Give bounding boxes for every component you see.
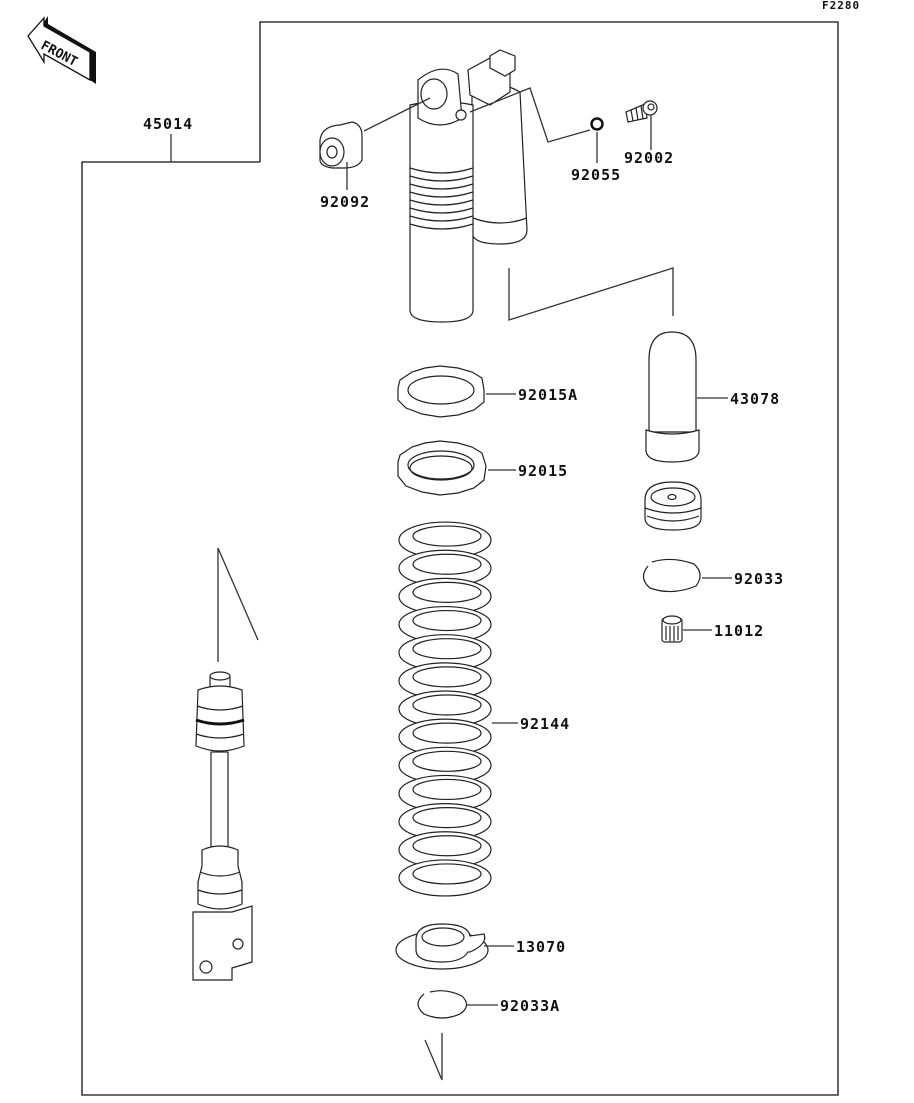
part-label-11012: 11012 [714, 622, 764, 640]
spring-seat-part[interactable] [395, 923, 489, 970]
assembly-label: 45014 [143, 115, 193, 133]
shock-body-part[interactable] [409, 49, 528, 323]
part-label-92002: 92002 [624, 149, 674, 167]
part-label-92033A: 92033A [500, 997, 560, 1015]
adjust-nut-part[interactable] [397, 440, 487, 496]
spring-coil-inner [412, 553, 482, 575]
bolt-part[interactable] [625, 100, 658, 123]
valve-cap-part[interactable] [661, 615, 683, 643]
reservoir-bladder-part[interactable] [645, 331, 700, 463]
part-label-92033: 92033 [734, 570, 784, 588]
spring-coil-inner [412, 778, 482, 801]
spring-coil-inner [412, 694, 482, 716]
part-label-92144: 92144 [520, 715, 570, 733]
spring-coil-inner [412, 525, 482, 547]
damper-rod-part[interactable] [192, 671, 253, 981]
collar-fit-line [363, 97, 431, 132]
rod-group-bracket [218, 548, 258, 660]
figure-code: F2280 [822, 0, 860, 12]
spring-coil-inner [412, 638, 482, 660]
part-label-43078: 43078 [730, 390, 780, 408]
spring-coil-inner [412, 750, 482, 772]
front-arrow-icon: FRONT [27, 16, 96, 84]
spring-coil-inner [412, 722, 482, 744]
spring-coil-inner [412, 666, 482, 688]
spring-part[interactable] [398, 521, 492, 897]
spring-coil-inner [412, 835, 482, 857]
reservoir-group-bracket [508, 267, 674, 321]
lock-nut-part[interactable] [397, 365, 485, 418]
reservoir-cap-part[interactable] [644, 481, 702, 531]
part-label-92092: 92092 [320, 193, 370, 211]
part-label-13070: 13070 [516, 938, 566, 956]
o-ring-part[interactable] [590, 117, 604, 131]
part-label-92015: 92015 [518, 462, 568, 480]
spring-coil-inner [412, 581, 482, 603]
assembly-frame [81, 21, 839, 1096]
collar-part[interactable] [319, 121, 363, 169]
spring-coil-inner [412, 807, 482, 829]
spring-coil-inner [412, 863, 482, 885]
circlip-a-part[interactable] [417, 990, 468, 1019]
spring-coil-inner [412, 609, 482, 632]
part-label-92015A: 92015A [518, 386, 578, 404]
o-ring-fit-line [469, 87, 591, 143]
rod-bracket-diagonal [217, 547, 259, 641]
part-label-92055: 92055 [571, 166, 621, 184]
bottom-group-bracket [424, 1033, 443, 1081]
circlip-part[interactable] [642, 558, 701, 593]
